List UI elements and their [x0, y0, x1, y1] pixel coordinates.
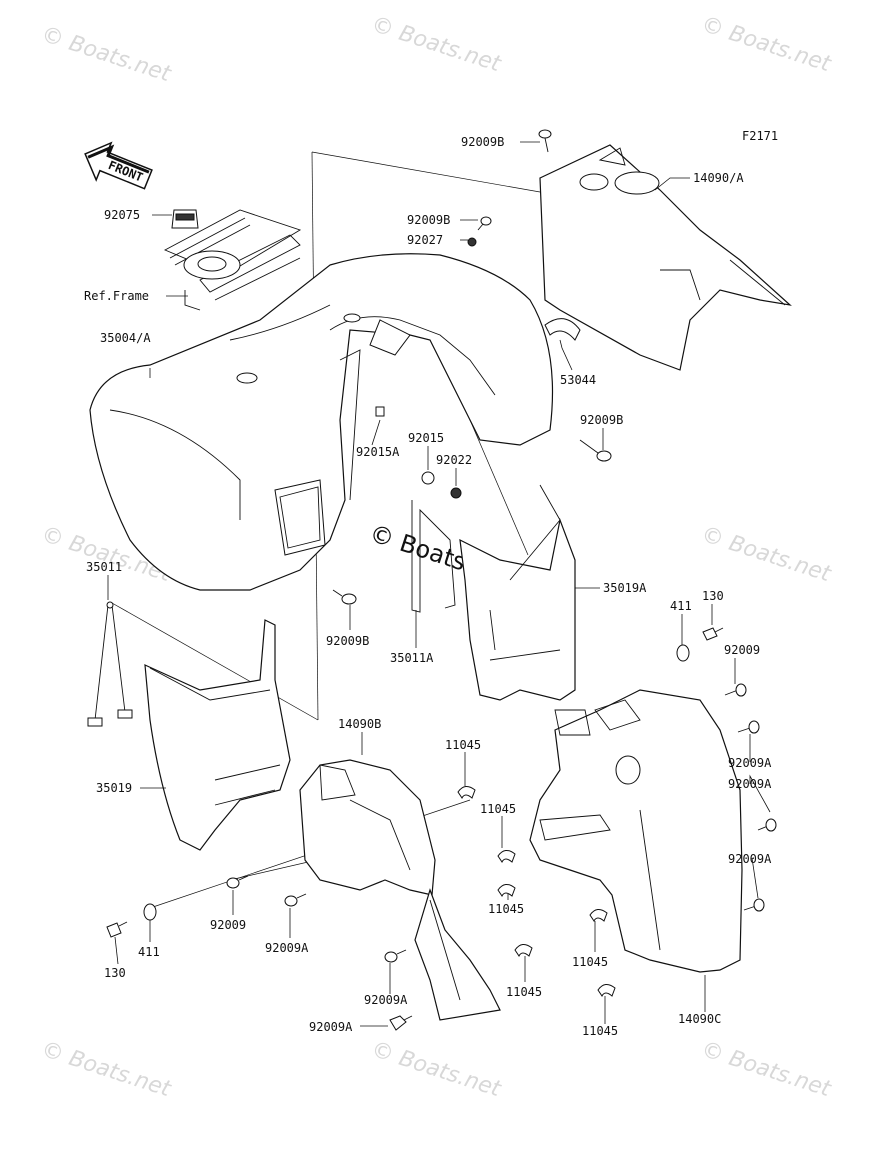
- washer-92022: [450, 487, 462, 499]
- nut-92015A: [375, 406, 385, 417]
- washer-411-right: [676, 644, 690, 662]
- figure-code: F2171: [742, 129, 778, 143]
- flap-35019A: [459, 484, 576, 701]
- bolt-92009A-bot1: [384, 949, 407, 963]
- bracket-35011: [87, 601, 133, 727]
- clamp-11045-b: [497, 850, 516, 863]
- watermark: © Boats.net: [698, 12, 835, 78]
- bolt-92009B-top: [538, 129, 552, 153]
- label-92009A-bot2: 92009A: [309, 1020, 353, 1034]
- frame-reference: [163, 209, 302, 311]
- label-92015A: 92015A: [356, 445, 400, 459]
- label-92015: 92015: [408, 431, 444, 445]
- label-92009-right: 92009: [724, 643, 760, 657]
- label-92075: 92075: [104, 208, 140, 222]
- label-92009B-mid: 92009B: [407, 213, 450, 227]
- bolt-130-right: [702, 627, 724, 641]
- clip-53044: [544, 318, 581, 341]
- bracket-35011A: [411, 500, 456, 613]
- watermark: © Boats.net: [38, 22, 175, 88]
- watermark: © Boats.net: [368, 1037, 505, 1103]
- label-11045-f: 11045: [582, 1024, 618, 1038]
- cover-14090A: [539, 144, 792, 371]
- label-92027: 92027: [407, 233, 443, 247]
- front-arrow: FRONT: [84, 141, 153, 190]
- label-92009B-low: 92009B: [326, 634, 369, 648]
- clamp-11045-a: [457, 786, 476, 799]
- label-92009-low: 92009: [210, 918, 246, 932]
- label-ref-frame: Ref.Frame: [84, 289, 149, 303]
- part-labels: 92009B 14090/A 92075 92009B 92027 Ref.Fr…: [84, 135, 772, 1038]
- clamp-11045-c: [497, 884, 516, 897]
- watermark: © Boats.net: [368, 12, 505, 78]
- label-35004A: 35004/A: [100, 331, 151, 345]
- label-35011A: 35011A: [390, 651, 434, 665]
- clamp-11045-d: [514, 944, 533, 957]
- watermark: © Boats.net: [698, 1037, 835, 1103]
- bolt-92009A-r1: [737, 720, 760, 734]
- leader-lines: [107, 141, 771, 1027]
- label-35019A: 35019A: [603, 581, 647, 595]
- label-11045-d: 11045: [572, 955, 608, 969]
- label-11045-b: 11045: [480, 802, 516, 816]
- label-14090C: 14090C: [678, 1012, 721, 1026]
- clamp-11045-f: [597, 984, 616, 997]
- label-14090A: 14090/A: [693, 171, 744, 185]
- label-92009A-low: 92009A: [265, 941, 309, 955]
- watermark: © Boats.net: [38, 1037, 175, 1103]
- label-130-right: 130: [702, 589, 724, 603]
- bolt-130-left: [106, 921, 128, 938]
- cover-14090C: [529, 689, 743, 973]
- label-92009A-r3: 92009A: [728, 852, 772, 866]
- label-92009A-r2: 92009A: [728, 777, 772, 791]
- label-35011: 35011: [86, 560, 122, 574]
- bolt-92009B-low: [332, 589, 357, 605]
- bolt-92009B-right: [579, 439, 612, 462]
- label-11045-e: 11045: [506, 985, 542, 999]
- label-35019: 35019: [96, 781, 132, 795]
- nut-92015: [421, 471, 435, 485]
- bolt-92009A-low: [284, 893, 307, 907]
- bolt-92009B-mid: [477, 216, 492, 231]
- label-92009B-right: 92009B: [580, 413, 623, 427]
- label-11045-a: 11045: [445, 738, 481, 752]
- fender-35004A: [89, 253, 554, 591]
- bolt-92009A-r2: [757, 818, 777, 832]
- flap-35019: [144, 619, 291, 851]
- bolt-92009A-r3: [743, 898, 765, 912]
- hardware-group: [106, 129, 777, 1031]
- clamp-11045-e: [589, 909, 608, 922]
- label-130-left: 130: [104, 966, 126, 980]
- washer-411-left: [143, 903, 157, 921]
- label-92009A-bot1: 92009A: [364, 993, 408, 1007]
- label-411-right: 411: [670, 599, 692, 613]
- bolt-92009-right: [724, 683, 747, 697]
- cover-14090B: [299, 759, 501, 1021]
- label-92009A-r1: 92009A: [728, 756, 772, 770]
- watermark: © Boats.net: [698, 522, 835, 588]
- bolt-92009A-bot2: [389, 1015, 413, 1031]
- label-14090B: 14090B: [338, 717, 381, 731]
- label-92022: 92022: [436, 453, 472, 467]
- label-53044: 53044: [560, 373, 596, 387]
- washer-92027: [467, 237, 477, 247]
- label-92009B-top: 92009B: [461, 135, 504, 149]
- label-411-left: 411: [138, 945, 160, 959]
- bolt-92009-low: [226, 875, 249, 889]
- label-11045-c: 11045: [488, 902, 524, 916]
